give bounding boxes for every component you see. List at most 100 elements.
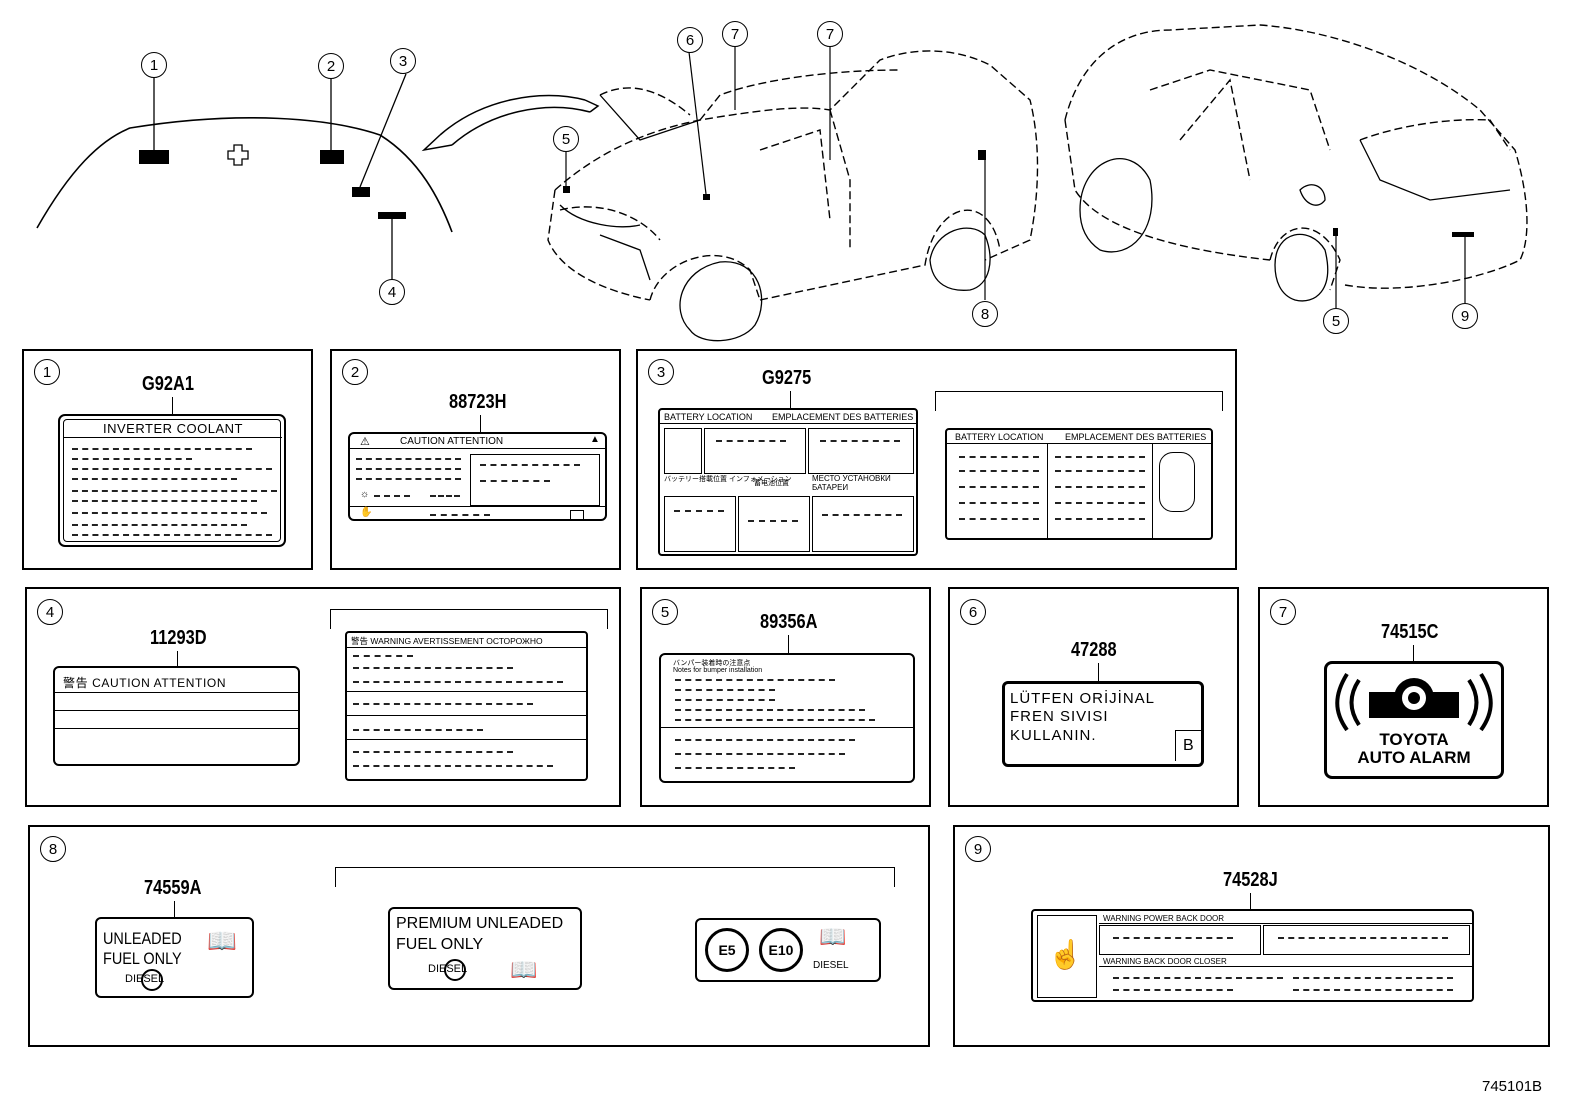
panel-number: 4 xyxy=(37,599,63,625)
label-line-1: TOYOTA xyxy=(1379,730,1449,749)
label-line-jp: バンパー装着時の注意点 xyxy=(673,660,751,667)
variant-bracket xyxy=(330,609,608,629)
label-heading-fr: EMPLACEMENT DES BATTERIES xyxy=(772,412,914,422)
prohibited-icon xyxy=(444,959,466,981)
manual-book-icon: 📖 xyxy=(207,928,237,955)
panel-number: 9 xyxy=(965,836,991,862)
e10-badge: E10 xyxy=(759,928,803,972)
label-heading-jp: バッテリー搭載位置 インフォメーション xyxy=(664,476,792,483)
part-number: G92A1 xyxy=(142,373,194,395)
label-line-3: KULLANIN. xyxy=(1010,727,1097,744)
triangle-warning-icon: ⚠ xyxy=(360,436,370,448)
panel-9: 9 74528J ☝ WARNING POWER BACK DOOR WARNI… xyxy=(953,825,1550,1047)
battery-location-label-b: BATTERY LOCATION EMPLACEMENT DES BATTERI… xyxy=(945,428,1213,540)
warning-heading-1: WARNING POWER BACK DOOR xyxy=(1103,914,1225,923)
warning-label: 警告 WARNING AVERTISSEMENT ОСТОРОЖНО xyxy=(345,631,588,781)
label-line-en: Notes for bumper installation xyxy=(673,667,763,674)
label-line-2: FUEL ONLY xyxy=(396,936,484,953)
book-icon: ▲ xyxy=(590,434,600,445)
prohibited-icon xyxy=(141,969,163,991)
label-heading-cn: 蓄电池位置 xyxy=(754,480,789,487)
part-number: 89356A xyxy=(760,611,818,633)
panel-number: 1 xyxy=(34,359,60,385)
label-line-1: PREMIUM UNLEADED xyxy=(396,915,564,932)
panel-1: 1 G92A1 INVERTER COOLANT xyxy=(22,349,313,570)
variant-bracket xyxy=(935,391,1223,411)
label-line-1: UNLEADED xyxy=(103,929,182,948)
panel-8: 8 74559A UNLEADED FUEL ONLY 📖 DIESEL PRE… xyxy=(28,825,930,1047)
panel-number: 8 xyxy=(40,836,66,862)
alarm-siren-icon xyxy=(1335,672,1493,732)
diagram-id: 745101B xyxy=(1482,1078,1543,1095)
label-heading: 警告 CAUTION ATTENTION xyxy=(63,676,227,690)
panel-number: 5 xyxy=(652,599,678,625)
caution-label: 警告 CAUTION ATTENTION xyxy=(53,666,300,766)
sun-icon: ☼ xyxy=(360,489,370,500)
panel-3: 3 G9275 BATTERY LOCATION EMPLACEMENT DES… xyxy=(636,349,1237,570)
part-number: 74528J xyxy=(1223,869,1278,891)
panel-2: 2 88723H ⚠ CAUTION ATTENTION ▲ ☼ ✋ xyxy=(330,349,621,570)
hand-icon: ✋ xyxy=(360,507,373,518)
callout-1: 1 xyxy=(141,52,167,78)
callout-3: 3 xyxy=(390,48,416,74)
label-heading: CAUTION ATTENTION xyxy=(400,436,504,447)
auto-alarm-label: TOYOTA AUTO ALARM xyxy=(1324,661,1504,779)
label-heading-fr: EMPLACEMENT DES BATTERIES xyxy=(1065,432,1207,442)
panel-6: 6 47288 LÜTFEN ORİJİNAL FREN SIVISI KULL… xyxy=(948,587,1239,807)
rear-vehicle-solid-lines xyxy=(1079,139,1511,302)
label-line-1: LÜTFEN ORİJİNAL xyxy=(1010,690,1156,707)
label-heading: 警告 WARNING AVERTISSEMENT ОСТОРОЖНО xyxy=(351,636,543,646)
label-line-2: FUEL ONLY xyxy=(103,949,182,968)
part-number: 88723H xyxy=(449,391,507,413)
car-top-view-icon xyxy=(1159,452,1195,512)
callout-5-front: 5 xyxy=(553,126,579,152)
panel-number: 2 xyxy=(342,359,368,385)
power-back-door-label: ☝ WARNING POWER BACK DOOR WARNING BACK D… xyxy=(1031,909,1474,1002)
callout-4: 4 xyxy=(379,279,405,305)
part-number: 11293D xyxy=(150,627,207,649)
warning-heading-2: WARNING BACK DOOR CLOSER xyxy=(1103,957,1227,966)
diesel-prohibited-text: DIESEL xyxy=(813,960,849,971)
manual-book-icon: 📖 xyxy=(510,957,538,982)
panel-4: 4 11293D 警告 CAUTION ATTENTION 警告 WARNING… xyxy=(25,587,621,807)
inverter-coolant-label: INVERTER COOLANT xyxy=(58,414,286,547)
part-number: 74515C xyxy=(1381,621,1439,643)
battery-location-label-a: BATTERY LOCATION EMPLACEMENT DES BATTERI… xyxy=(658,408,918,556)
panel-5: 5 89356A バンパー装着時の注意点 Notes for bumper in… xyxy=(640,587,931,807)
part-number: G9275 xyxy=(762,367,812,389)
bumper-installation-label: バンパー装着時の注意点 Notes for bumper installatio… xyxy=(659,653,915,783)
panel-number: 3 xyxy=(648,359,674,385)
panel-number: 6 xyxy=(960,599,986,625)
variant-bracket xyxy=(335,867,895,887)
e5-e10-fuel-label: E5 E10 📖 DIESEL xyxy=(695,918,881,982)
unleaded-fuel-label: UNLEADED FUEL ONLY 📖 DIESEL xyxy=(95,917,254,998)
callout-7b: 7 xyxy=(817,21,843,47)
manual-book-icon: 📖 xyxy=(819,924,847,949)
callout-9: 9 xyxy=(1452,303,1478,329)
front-vehicle-solid-lines xyxy=(559,94,991,342)
label-heading: BATTERY LOCATION xyxy=(664,412,753,422)
callout-7a: 7 xyxy=(722,21,748,47)
label-heading-ru: МЕСТО УСТАНОВКИ БАТАРЕИ xyxy=(812,474,891,492)
caution-label: ⚠ CAUTION ATTENTION ▲ ☼ ✋ xyxy=(348,432,607,521)
label-line-2: FREN SIVISI xyxy=(1010,708,1109,725)
callout-2: 2 xyxy=(318,53,344,79)
part-number: 74559A xyxy=(144,877,202,899)
hand-button-icon: ☝ xyxy=(1037,915,1097,998)
label-line-2: AUTO ALARM xyxy=(1357,748,1471,767)
panel-number: 7 xyxy=(1270,599,1296,625)
e5-badge: E5 xyxy=(705,928,749,972)
callout-5-rear: 5 xyxy=(1323,308,1349,334)
label-heading: BATTERY LOCATION xyxy=(955,432,1044,442)
label-heading: INVERTER COOLANT xyxy=(103,421,243,436)
rear-vehicle-sketch xyxy=(1064,24,1528,291)
brake-fluid-label: LÜTFEN ORİJİNAL FREN SIVISI KULLANIN. B xyxy=(1002,681,1204,767)
callout-8: 8 xyxy=(972,301,998,327)
callout-6: 6 xyxy=(677,27,703,53)
front-vehicle-sketch xyxy=(547,50,1039,301)
premium-unleaded-label: PREMIUM UNLEADED FUEL ONLY 📖 DIESEL xyxy=(388,907,582,990)
part-number: 47288 xyxy=(1071,639,1117,661)
panel-7: 7 74515C TOYOTA AUTO ALARM xyxy=(1258,587,1549,807)
